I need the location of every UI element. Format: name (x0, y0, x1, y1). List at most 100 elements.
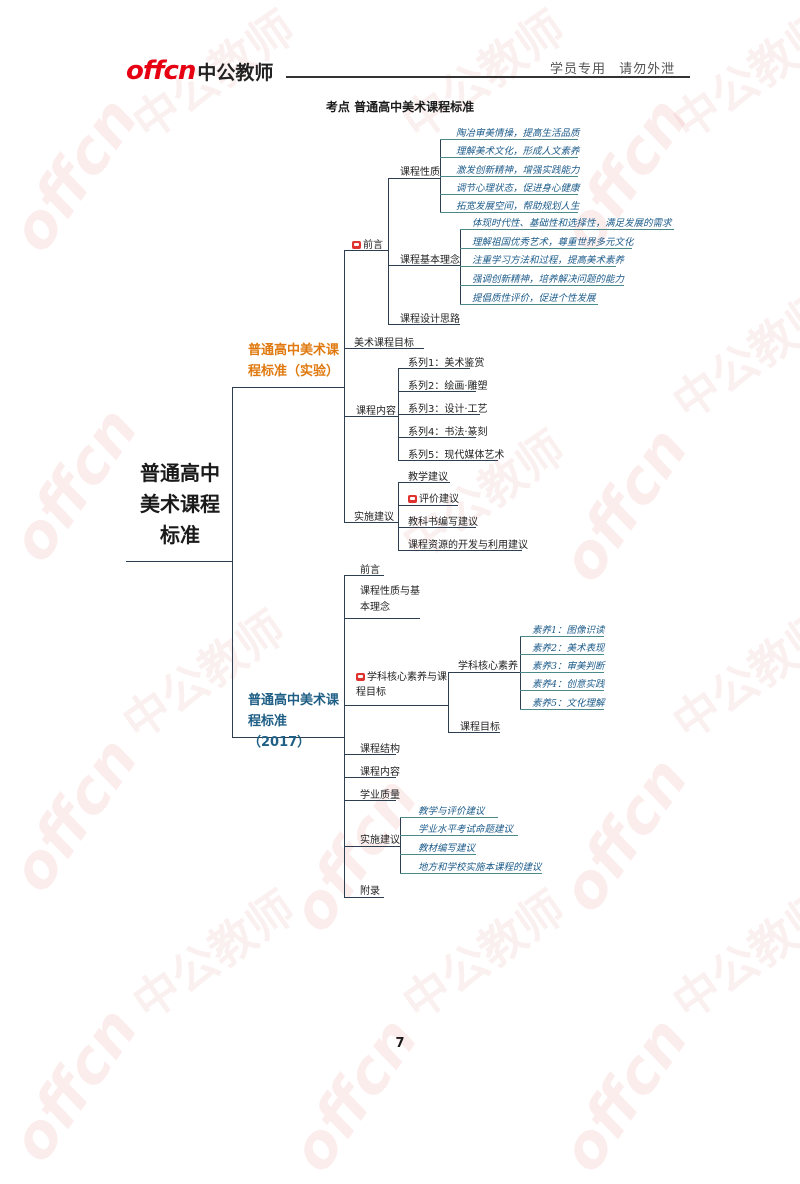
b-implement-item-line (400, 873, 542, 874)
branch-a-label: 普通高中美术课程标准（实验） (248, 343, 340, 379)
a-preface-underline (344, 250, 388, 251)
a-content-item: 系列4：书法·篆刻 (408, 427, 488, 438)
b-quality-underline (344, 800, 396, 801)
a-design-underline (388, 324, 460, 325)
brand-logo-en: offcn (126, 56, 196, 86)
watermark-logo: offcn (0, 725, 152, 905)
branch-b-trunk (344, 575, 345, 897)
b-goal-underline (448, 732, 500, 733)
flag-icon (352, 241, 361, 249)
b-literacy-item: 素养1：图像识读 (532, 625, 605, 636)
b-literacy-item-line (520, 654, 604, 655)
a-ideas-item: 提倡质性评价，促进个性发展 (472, 293, 596, 304)
a-nature-item-line (440, 212, 578, 213)
b-preface-node: 前言 (360, 565, 380, 576)
a-nature-item-line (440, 139, 578, 140)
b-core-node: 学科核心素养与课程目标 (356, 670, 448, 700)
a-nature-item-line (440, 157, 578, 158)
b-implement-item: 学业水平考试命题建议 (418, 824, 514, 835)
a-ideas-underline (388, 265, 460, 266)
watermark-logo: offcn (0, 395, 152, 575)
a-implement-item-line (398, 527, 476, 528)
b-implement-node: 实施建议 (360, 835, 400, 846)
b-core-label: 学科核心素养与课程目标 (356, 672, 447, 698)
root-underline (126, 561, 232, 562)
a-ideas-item-line (460, 248, 632, 249)
b-nature-underline (344, 618, 420, 619)
branch-a-trunk (344, 250, 345, 522)
a-nature-item-line (440, 176, 578, 177)
b-implement-item-line (400, 817, 498, 818)
a-content-item: 系列3：设计·工艺 (408, 404, 488, 415)
a-preface-node: 前言 (352, 236, 383, 251)
header-divider (286, 76, 690, 78)
a-ideas-item: 强调创新精神，培养解决问题的能力 (472, 274, 625, 285)
a-implement-node: 实施建议 (354, 512, 394, 523)
brand-logo: offcn 中公教师 (126, 56, 273, 86)
b-core-underline (344, 705, 448, 706)
root-connector (232, 387, 233, 737)
b-content-underline (344, 777, 396, 778)
a-nature-item: 激发创新精神，增强实践能力 (456, 165, 580, 176)
a-implement-underline (344, 522, 398, 523)
branch-b-underline (232, 737, 344, 738)
a-nature-item: 调节心理状态，促进身心健康 (456, 183, 580, 194)
a-implement-item: 教科书编写建议 (408, 517, 478, 528)
a-design-node: 课程设计思路 (400, 314, 460, 325)
a-implement-item-line (398, 550, 522, 551)
watermark-text: 中公教师 (122, 880, 305, 1031)
a-content-underline (344, 416, 398, 417)
watermark-text: 中公教师 (392, 880, 575, 1031)
b-literacy-item: 素养3：审美判断 (532, 661, 605, 672)
b-implement-trunk (400, 817, 401, 873)
a-content-node: 课程内容 (356, 406, 396, 417)
a-nature-item: 陶冶审美情操，提高生活品质 (456, 128, 580, 139)
b-goal-node: 课程目标 (460, 722, 500, 733)
a-ideas-item: 理解祖国优秀艺术，尊重世界多元文化 (472, 237, 634, 248)
page-number: 7 (395, 1036, 405, 1051)
a-nature-trunk (440, 139, 441, 212)
b-implement-item: 教学与评价建议 (418, 806, 485, 817)
b-nature-node: 课程性质与基本理念 (360, 586, 420, 613)
a-implement-item-line (398, 505, 458, 506)
watermark-logo: offcn (547, 415, 702, 595)
a-content-item: 系列1：美术鉴赏 (408, 358, 485, 369)
a-preface-label: 前言 (363, 240, 383, 251)
b-literacy-underline (448, 672, 520, 673)
a-goal-underline (344, 348, 424, 349)
a-nature-item: 理解美术文化，形成人文素养 (456, 146, 580, 157)
a-content-item: 系列2：绘画·雕塑 (408, 381, 488, 392)
a-implement-item-line (398, 482, 450, 483)
watermark-text: 中公教师 (662, 600, 800, 751)
a-nature-item: 拓宽发展空间，帮助规划人生 (456, 201, 580, 212)
b-implement-item-line (400, 854, 476, 855)
watermark-logo: offcn (0, 995, 152, 1175)
a-content-item: 系列5：现代媒体艺术 (408, 450, 505, 461)
a-implement-trunk (398, 482, 399, 550)
b-preface-underline (344, 575, 384, 576)
b-literacy-item-line (520, 672, 604, 673)
b-literacy-item: 素养2：美术表现 (532, 643, 605, 654)
watermark-text: 中公教师 (662, 880, 800, 1031)
b-structure-underline (344, 754, 396, 755)
a-content-item-line (398, 414, 480, 415)
watermark-logo: offcn (277, 765, 432, 945)
b-quality-node: 学业质量 (360, 790, 400, 801)
b-implement-underline (344, 846, 400, 847)
a-implement-item: 课程资源的开发与利用建议 (408, 540, 528, 551)
a-preface-trunk (388, 178, 389, 324)
b-literacy-node: 学科核心素养 (458, 661, 518, 672)
b-literacy-item-line (520, 636, 604, 637)
flag-icon (356, 673, 365, 681)
b-implement-item: 地方和学校实施本课程的建议 (418, 862, 542, 873)
b-literacy-item: 素养4：创意实践 (532, 679, 605, 690)
a-ideas-item-line (460, 285, 624, 286)
a-ideas-item-line (460, 304, 598, 305)
a-ideas-item: 注重学习方法和过程，提高美术素养 (472, 255, 625, 266)
a-content-item-line (398, 391, 476, 392)
a-implement-item: 评价建议 (419, 494, 459, 505)
b-appendix-underline (344, 897, 384, 898)
b-appendix-node: 附录 (360, 886, 380, 897)
a-ideas-item-line (460, 229, 674, 230)
watermark-text: 中公教师 (662, 280, 800, 431)
